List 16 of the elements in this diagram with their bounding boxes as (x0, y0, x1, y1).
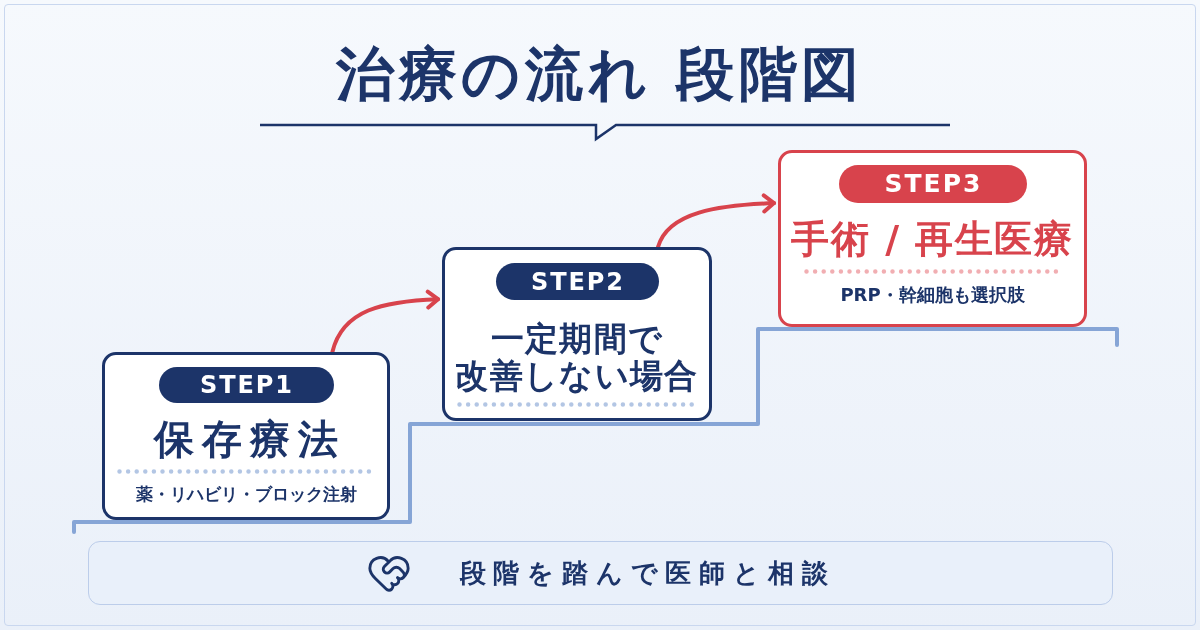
step-title: 保存療法 (152, 415, 346, 463)
step-title: 手術 / 再生医療 (791, 216, 1074, 262)
step-card (102, 352, 390, 520)
step-note: PRP・幹細胞も選択肢 (840, 283, 1025, 307)
banner-text: 段階を踏んで医師と相談 (459, 556, 836, 590)
step-tag: STEP1 (158, 367, 334, 403)
step-card (778, 150, 1087, 327)
title: 治療の流れ 段階図 (336, 39, 864, 110)
curved-arrow (656, 193, 776, 249)
curved-arrow (330, 289, 440, 354)
step-tag: STEP3 (838, 165, 1027, 203)
advice-banner (88, 541, 1113, 605)
step-note: 薬・リハビリ・ブロック注射 (135, 483, 357, 506)
step-tag: STEP2 (495, 263, 659, 300)
step-title: 一定期間で改善しない場合 (454, 320, 700, 394)
step-card (442, 247, 712, 421)
